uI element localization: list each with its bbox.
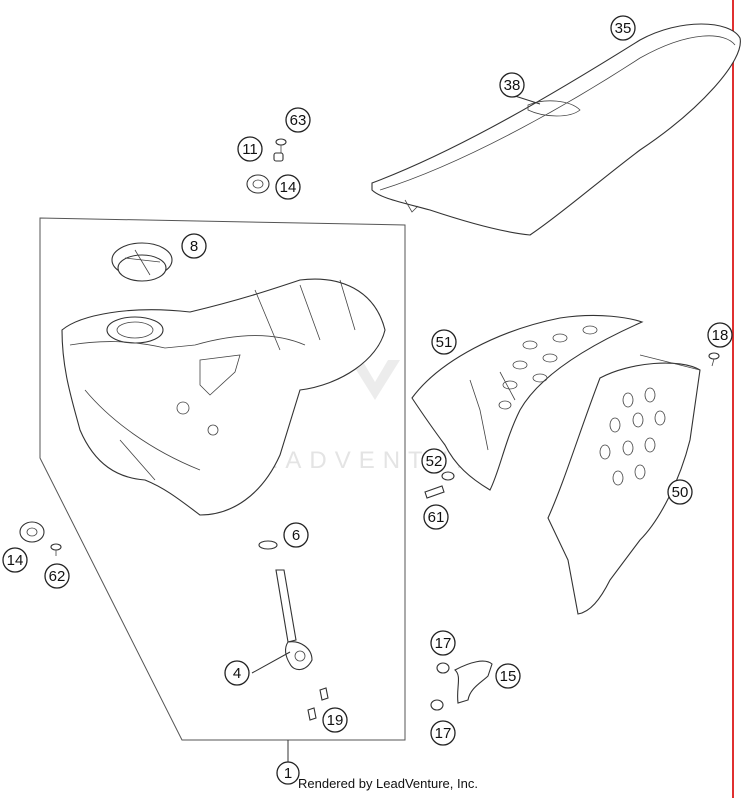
callout-4-label: 4: [233, 665, 241, 682]
screw-61-part[interactable]: [424, 485, 445, 499]
callout-61[interactable]: 61: [423, 504, 449, 530]
seat-part[interactable]: [371, 23, 741, 236]
callout-17-top-label: 17: [435, 635, 452, 652]
bolt-62-part[interactable]: [50, 543, 62, 556]
callout-63-label: 63: [290, 112, 307, 129]
radiator-shroud-51-part[interactable]: [411, 314, 644, 491]
screw-19-part[interactable]: [307, 687, 329, 721]
callout-14-left[interactable]: 14: [2, 547, 28, 573]
fuel-tap-4-part[interactable]: [275, 569, 313, 671]
callout-61-label: 61: [428, 509, 445, 526]
leader-4: [251, 651, 291, 674]
callout-14-top-label: 14: [280, 179, 297, 196]
callout-19[interactable]: 19: [322, 707, 348, 733]
callout-35-label: 35: [615, 20, 632, 37]
callout-52[interactable]: 52: [421, 448, 447, 474]
callout-35[interactable]: 35: [610, 15, 636, 41]
callout-19-label: 19: [327, 712, 344, 729]
callout-51-label: 51: [436, 334, 453, 351]
clamp-17-top-part[interactable]: [436, 662, 450, 674]
callout-62[interactable]: 62: [44, 563, 70, 589]
callout-62-label: 62: [49, 568, 66, 585]
callout-1[interactable]: 1: [276, 761, 300, 785]
callout-18[interactable]: 18: [707, 322, 733, 348]
callout-17-bottom[interactable]: 17: [430, 720, 456, 746]
callout-6-label: 6: [292, 527, 300, 544]
callout-8[interactable]: 8: [181, 233, 207, 259]
fuel-cap-part[interactable]: [111, 242, 173, 282]
callout-4[interactable]: 4: [224, 660, 250, 686]
render-credit: Rendered by LeadVenture, Inc.: [298, 776, 478, 791]
callout-17-top[interactable]: 17: [430, 630, 456, 656]
callout-8-label: 8: [190, 238, 198, 255]
bolt-63-part[interactable]: [275, 138, 287, 158]
grommet-11-part[interactable]: [273, 152, 284, 162]
callout-11-label: 11: [242, 141, 258, 158]
callout-38[interactable]: 38: [499, 72, 525, 98]
washer-52-part[interactable]: [441, 471, 455, 481]
callout-6[interactable]: 6: [283, 522, 309, 548]
callout-52-label: 52: [426, 453, 443, 470]
callout-18-label: 18: [712, 327, 729, 344]
o-ring-6-part[interactable]: [258, 540, 278, 550]
tank-assembly-frame: [39, 217, 406, 741]
callout-15-label: 15: [500, 668, 517, 685]
callout-14-left-label: 14: [7, 552, 24, 569]
callout-14-top[interactable]: 14: [275, 174, 301, 200]
callout-51[interactable]: 51: [431, 329, 457, 355]
screw-18-part[interactable]: [708, 352, 720, 367]
leader-38: [514, 95, 541, 105]
callout-38-label: 38: [504, 77, 521, 94]
fuel-tank-part[interactable]: [61, 278, 386, 516]
page-edge-line: [732, 0, 734, 798]
bushing-14-left-part[interactable]: [19, 521, 45, 543]
watermark-logo-icon: [350, 360, 400, 400]
callout-15[interactable]: 15: [495, 663, 521, 689]
callout-17-bottom-label: 17: [435, 725, 452, 742]
hose-15-part[interactable]: [454, 660, 493, 704]
clamp-17-bottom-part[interactable]: [430, 699, 444, 711]
callout-50[interactable]: 50: [667, 479, 693, 505]
callout-1-label: 1: [284, 765, 292, 782]
callout-63[interactable]: 63: [285, 107, 311, 133]
side-panel-50-part[interactable]: [547, 354, 701, 615]
callout-11[interactable]: 11: [237, 136, 263, 162]
callout-50-label: 50: [672, 484, 689, 501]
bushing-14-top-part[interactable]: [246, 174, 270, 194]
